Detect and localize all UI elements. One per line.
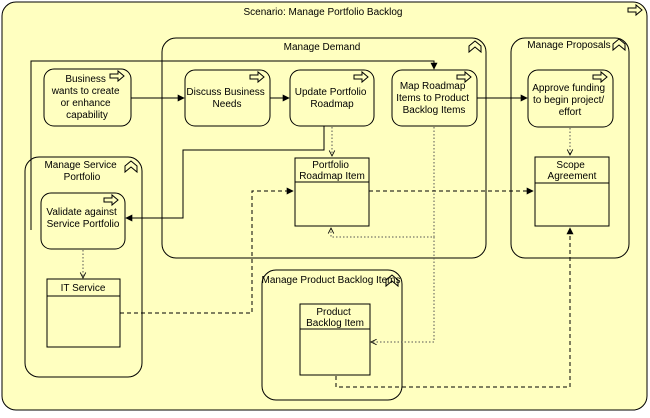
group-manage-product-backlog-label: Manage Product Backlog Items	[262, 275, 401, 286]
group-manage-proposals-label: Manage Proposals	[527, 40, 610, 51]
group-manage-service-portfolio-label: Manage Service Portfolio	[44, 160, 119, 183]
process-arrow-icon	[592, 70, 608, 84]
process-validate-service-portfolio[interactable]: Validate against Service Portfolio	[40, 192, 126, 250]
access-relations	[83, 127, 570, 342]
svg-text:Validate against Service: Validate against Service Portfolio	[46, 207, 119, 230]
svg-text:Product Backlog Item: Product Backlog Item	[306, 307, 364, 329]
process-map-roadmap-items[interactable]: Map Roadmap Items to Product Backlog Ite…	[391, 69, 478, 127]
function-icon	[385, 274, 399, 288]
flow-backlog-to-scope	[335, 227, 574, 388]
process-arrow-icon	[249, 70, 265, 84]
process-business-wants[interactable]: Business wants to create or enhance capa…	[43, 68, 132, 127]
svg-text:IT Service: IT Service	[61, 283, 106, 294]
artifact-it-service[interactable]: IT Service	[46, 278, 121, 348]
process-arrow-icon	[353, 70, 369, 84]
svg-text:Approve funding to begin: Approve funding to begin project/ effort	[532, 83, 608, 118]
process-arrow-icon	[627, 3, 643, 17]
flow-it-service-to-roadmap-item	[120, 187, 294, 314]
process-approve-funding[interactable]: Approve funding to begin project/ effort	[527, 69, 614, 128]
artifact-scope-agreement[interactable]: Scope Agreement	[534, 156, 610, 227]
svg-text:Update Portfolio Roadmap: Update Portfolio Roadmap	[295, 87, 370, 110]
process-update-portfolio-roadmap[interactable]: Update Portfolio Roadmap	[289, 69, 375, 127]
group-manage-demand-label: Manage Demand	[284, 42, 361, 53]
scenario-title: Scenario: Manage Portfolio Backlog	[244, 7, 403, 18]
svg-text:Business wants to create: Business wants to create or enhance capa…	[51, 74, 123, 121]
process-arrow-icon	[103, 193, 119, 207]
svg-text:Portfolio Roadmap Item: Portfolio Roadmap Item	[299, 160, 365, 182]
artifact-portfolio-roadmap-item[interactable]: Portfolio Roadmap Item	[294, 157, 370, 227]
access-map-roadmap-item	[331, 127, 435, 238]
flow-service-to-map	[30, 60, 438, 230]
process-arrow-icon	[109, 69, 125, 83]
access-map-backlog-item	[371, 237, 435, 342]
artifact-product-backlog-item[interactable]: Product Backlog Item	[299, 303, 371, 376]
process-arrow-icon	[456, 70, 472, 84]
function-icon	[124, 160, 138, 174]
svg-text:Discuss Business Needs: Discuss Business Needs	[186, 87, 267, 110]
svg-text:Map Roadmap Items to Pro: Map Roadmap Items to Product Backlog Ite…	[396, 81, 472, 116]
function-icon	[612, 38, 626, 52]
flow-relations	[120, 187, 574, 388]
flow-update-to-validate	[125, 126, 325, 222]
svg-text:Scope Agreement: Scope Agreement	[548, 160, 597, 182]
process-discuss-business-needs[interactable]: Discuss Business Needs	[184, 69, 271, 127]
function-icon	[468, 40, 482, 54]
triggering-relations	[30, 60, 528, 230]
